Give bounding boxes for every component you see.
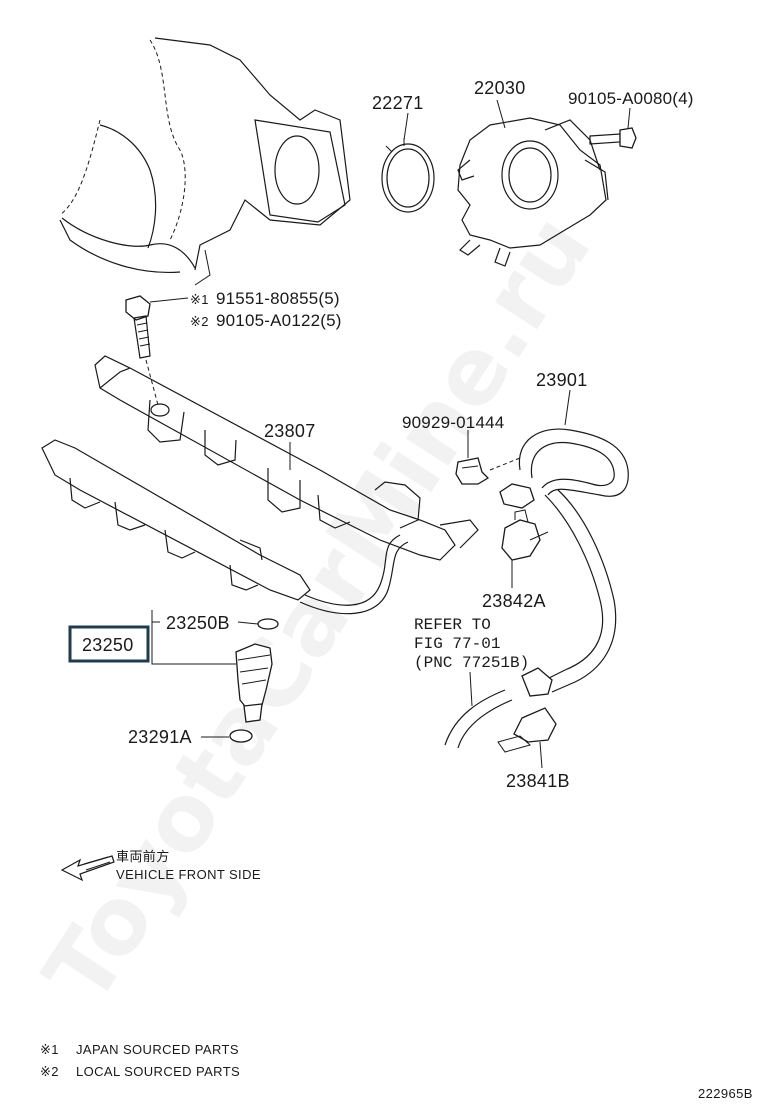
mark-2: ※2 <box>190 314 209 329</box>
footnote-1-text: JAPAN SOURCED PARTS <box>76 1042 239 1057</box>
label-90929-01444: 90929-01444 <box>402 413 504 432</box>
label-22271: 22271 <box>372 93 424 113</box>
leader-23901 <box>564 389 571 426</box>
label-23807: 23807 <box>264 421 316 441</box>
throttle-body-22030 <box>457 99 609 267</box>
label-23841B: 23841B <box>506 771 570 791</box>
fuel-rail-lower <box>41 439 409 615</box>
connector-23842A <box>501 509 549 588</box>
intake-manifold <box>59 37 351 286</box>
fuel-rail-23807 <box>94 355 479 561</box>
refer-line-2: FIG 77-01 <box>414 635 500 653</box>
mark-1: ※1 <box>190 292 209 307</box>
leader-23841B <box>539 741 543 769</box>
label-22030: 22030 <box>474 78 526 98</box>
bolt-91551-80855 <box>125 295 189 406</box>
gasket-22271 <box>381 112 435 213</box>
label-91551-80855: 91551-80855(5) <box>216 289 340 308</box>
label-23291A: 23291A <box>128 727 192 747</box>
direction-en: VEHICLE FRONT SIDE <box>116 867 261 882</box>
leader-91551 <box>149 297 189 303</box>
label-90105-A0080: 90105-A0080(4) <box>568 89 694 108</box>
leader-22030 <box>496 99 506 129</box>
insulator-23291A <box>229 729 253 743</box>
label-90105-A0122: 90105-A0122(5) <box>216 311 342 330</box>
footnote-1-mark: ※1 <box>40 1042 59 1057</box>
leader-refer <box>469 671 473 707</box>
figure-id: 222965B <box>698 1086 753 1101</box>
leader-22271 <box>403 112 409 141</box>
label-23901: 23901 <box>536 370 588 390</box>
direction-jp: 車両前方 <box>116 849 170 864</box>
label-23250: 23250 <box>82 635 134 655</box>
fuel-hose-23901 <box>499 389 629 697</box>
clip-90929-01444 <box>455 430 521 485</box>
front-direction-arrow-icon <box>60 855 115 882</box>
o-ring-23250B <box>257 618 279 630</box>
refer-line-3: (PNC 77251B) <box>414 654 529 672</box>
footnote-2-text: LOCAL SOURCED PARTS <box>76 1064 240 1079</box>
injector-23250 <box>151 610 279 743</box>
footnote-2-mark: ※2 <box>40 1064 59 1079</box>
refer-line-1: REFER TO <box>414 616 491 634</box>
bolt-90105-A0080 <box>589 107 637 149</box>
clip-23841B <box>497 707 557 769</box>
label-23842A: 23842A <box>482 591 546 611</box>
label-23250B: 23250B <box>166 613 230 633</box>
highlight-box-23250 <box>68 625 150 663</box>
leader-90105-A0080 <box>627 107 631 129</box>
bracket-23250 <box>151 610 236 665</box>
leader-23250B <box>237 621 259 625</box>
refer-hose <box>444 671 513 749</box>
